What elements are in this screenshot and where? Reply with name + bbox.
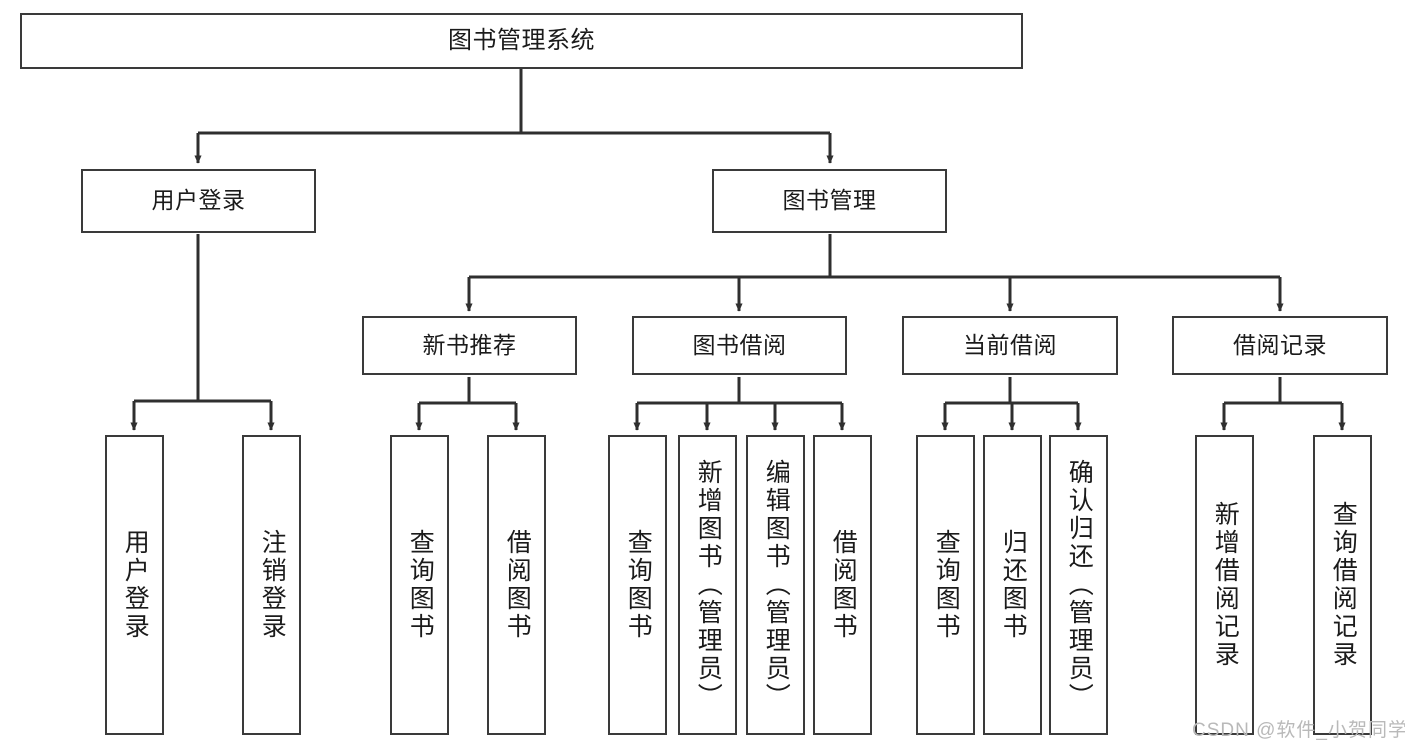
node-label: 归还图书 bbox=[999, 529, 1028, 641]
node-label: 查询图书 bbox=[406, 529, 435, 641]
leaf-user-logout[interactable]: 注销登录 bbox=[242, 435, 301, 735]
leaf-borrow-edit-book[interactable]: 编辑图书（管理员） bbox=[746, 435, 805, 735]
node-label: 查询图书 bbox=[932, 529, 961, 641]
leaf-current-return-book[interactable]: 归还图书 bbox=[983, 435, 1042, 735]
node-label: 用户登录 bbox=[121, 529, 150, 641]
node-label: 图书管理 bbox=[782, 187, 877, 214]
node-label: 图书借阅 bbox=[692, 331, 787, 358]
leaf-borrow-lend-book[interactable]: 借阅图书 bbox=[813, 435, 872, 735]
leaf-borrow-add-book[interactable]: 新增图书（管理员） bbox=[678, 435, 737, 735]
node-label: 编辑图书（管理员） bbox=[762, 459, 791, 711]
node-book-borrow[interactable]: 图书借阅 bbox=[632, 316, 847, 375]
node-label: 查询借阅记录 bbox=[1329, 501, 1358, 669]
leaf-record-query[interactable]: 查询借阅记录 bbox=[1313, 435, 1372, 735]
node-label: 注销登录 bbox=[258, 529, 287, 641]
node-label: 新书推荐 bbox=[422, 331, 517, 358]
node-label: 确认归还（管理员） bbox=[1065, 459, 1094, 711]
node-label: 新增借阅记录 bbox=[1211, 501, 1240, 669]
node-new-book-recommend[interactable]: 新书推荐 bbox=[362, 316, 577, 375]
leaf-record-add[interactable]: 新增借阅记录 bbox=[1195, 435, 1254, 735]
node-book-management[interactable]: 图书管理 bbox=[712, 169, 947, 233]
leaf-current-query-book[interactable]: 查询图书 bbox=[916, 435, 975, 735]
node-label: 查询图书 bbox=[624, 529, 653, 641]
node-label: 借阅记录 bbox=[1233, 331, 1327, 358]
leaf-new-book-borrow[interactable]: 借阅图书 bbox=[487, 435, 546, 735]
node-label: 当前借阅 bbox=[963, 331, 1057, 358]
node-borrow-record[interactable]: 借阅记录 bbox=[1172, 316, 1388, 375]
node-label: 借阅图书 bbox=[503, 529, 532, 641]
leaf-current-confirm-return[interactable]: 确认归还（管理员） bbox=[1049, 435, 1108, 735]
node-label: 新增图书（管理员） bbox=[694, 459, 723, 711]
leaf-borrow-query-book[interactable]: 查询图书 bbox=[608, 435, 667, 735]
leaf-user-login[interactable]: 用户登录 bbox=[105, 435, 164, 735]
leaf-new-book-query[interactable]: 查询图书 bbox=[390, 435, 449, 735]
node-label: 借阅图书 bbox=[829, 529, 858, 641]
node-label: 图书管理系统 bbox=[448, 26, 595, 54]
node-user-login[interactable]: 用户登录 bbox=[81, 169, 316, 233]
node-root-system[interactable]: 图书管理系统 bbox=[20, 13, 1023, 69]
node-current-borrow[interactable]: 当前借阅 bbox=[902, 316, 1118, 375]
node-label: 用户登录 bbox=[151, 187, 246, 214]
